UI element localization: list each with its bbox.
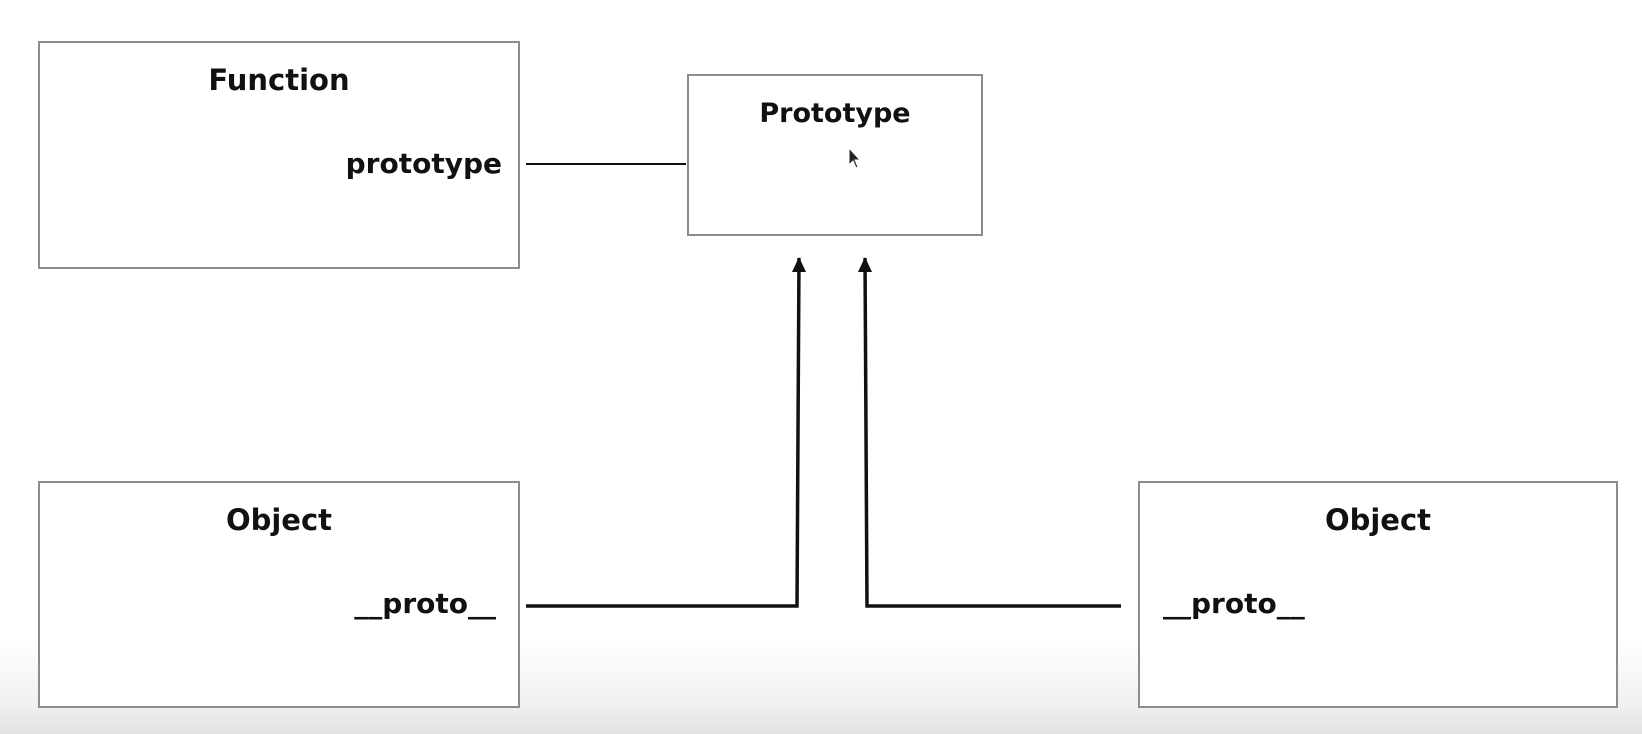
prototype-box: Prototype [687,74,983,236]
object-right-arrowhead [858,257,872,272]
function-box: Function prototype [38,41,520,269]
object-right-proto-field: __proto__ [1163,587,1305,620]
prototype-box-title: Prototype [759,98,911,129]
object-right-box: Object __proto__ [1138,481,1618,708]
function-box-title: Function [208,63,350,97]
object-left-proto-field: __proto__ [354,587,496,620]
mouse-cursor-icon [848,146,862,169]
object-right-box-title: Object [1324,503,1432,537]
function-prototype-field: prototype [345,147,502,180]
object-left-proto-arrow [526,257,801,608]
object-left-box-title: Object [225,503,333,537]
object-left-arrowhead [792,257,806,272]
object-right-proto-arrow [863,257,1121,608]
object-left-box: Object __proto__ [38,481,520,708]
